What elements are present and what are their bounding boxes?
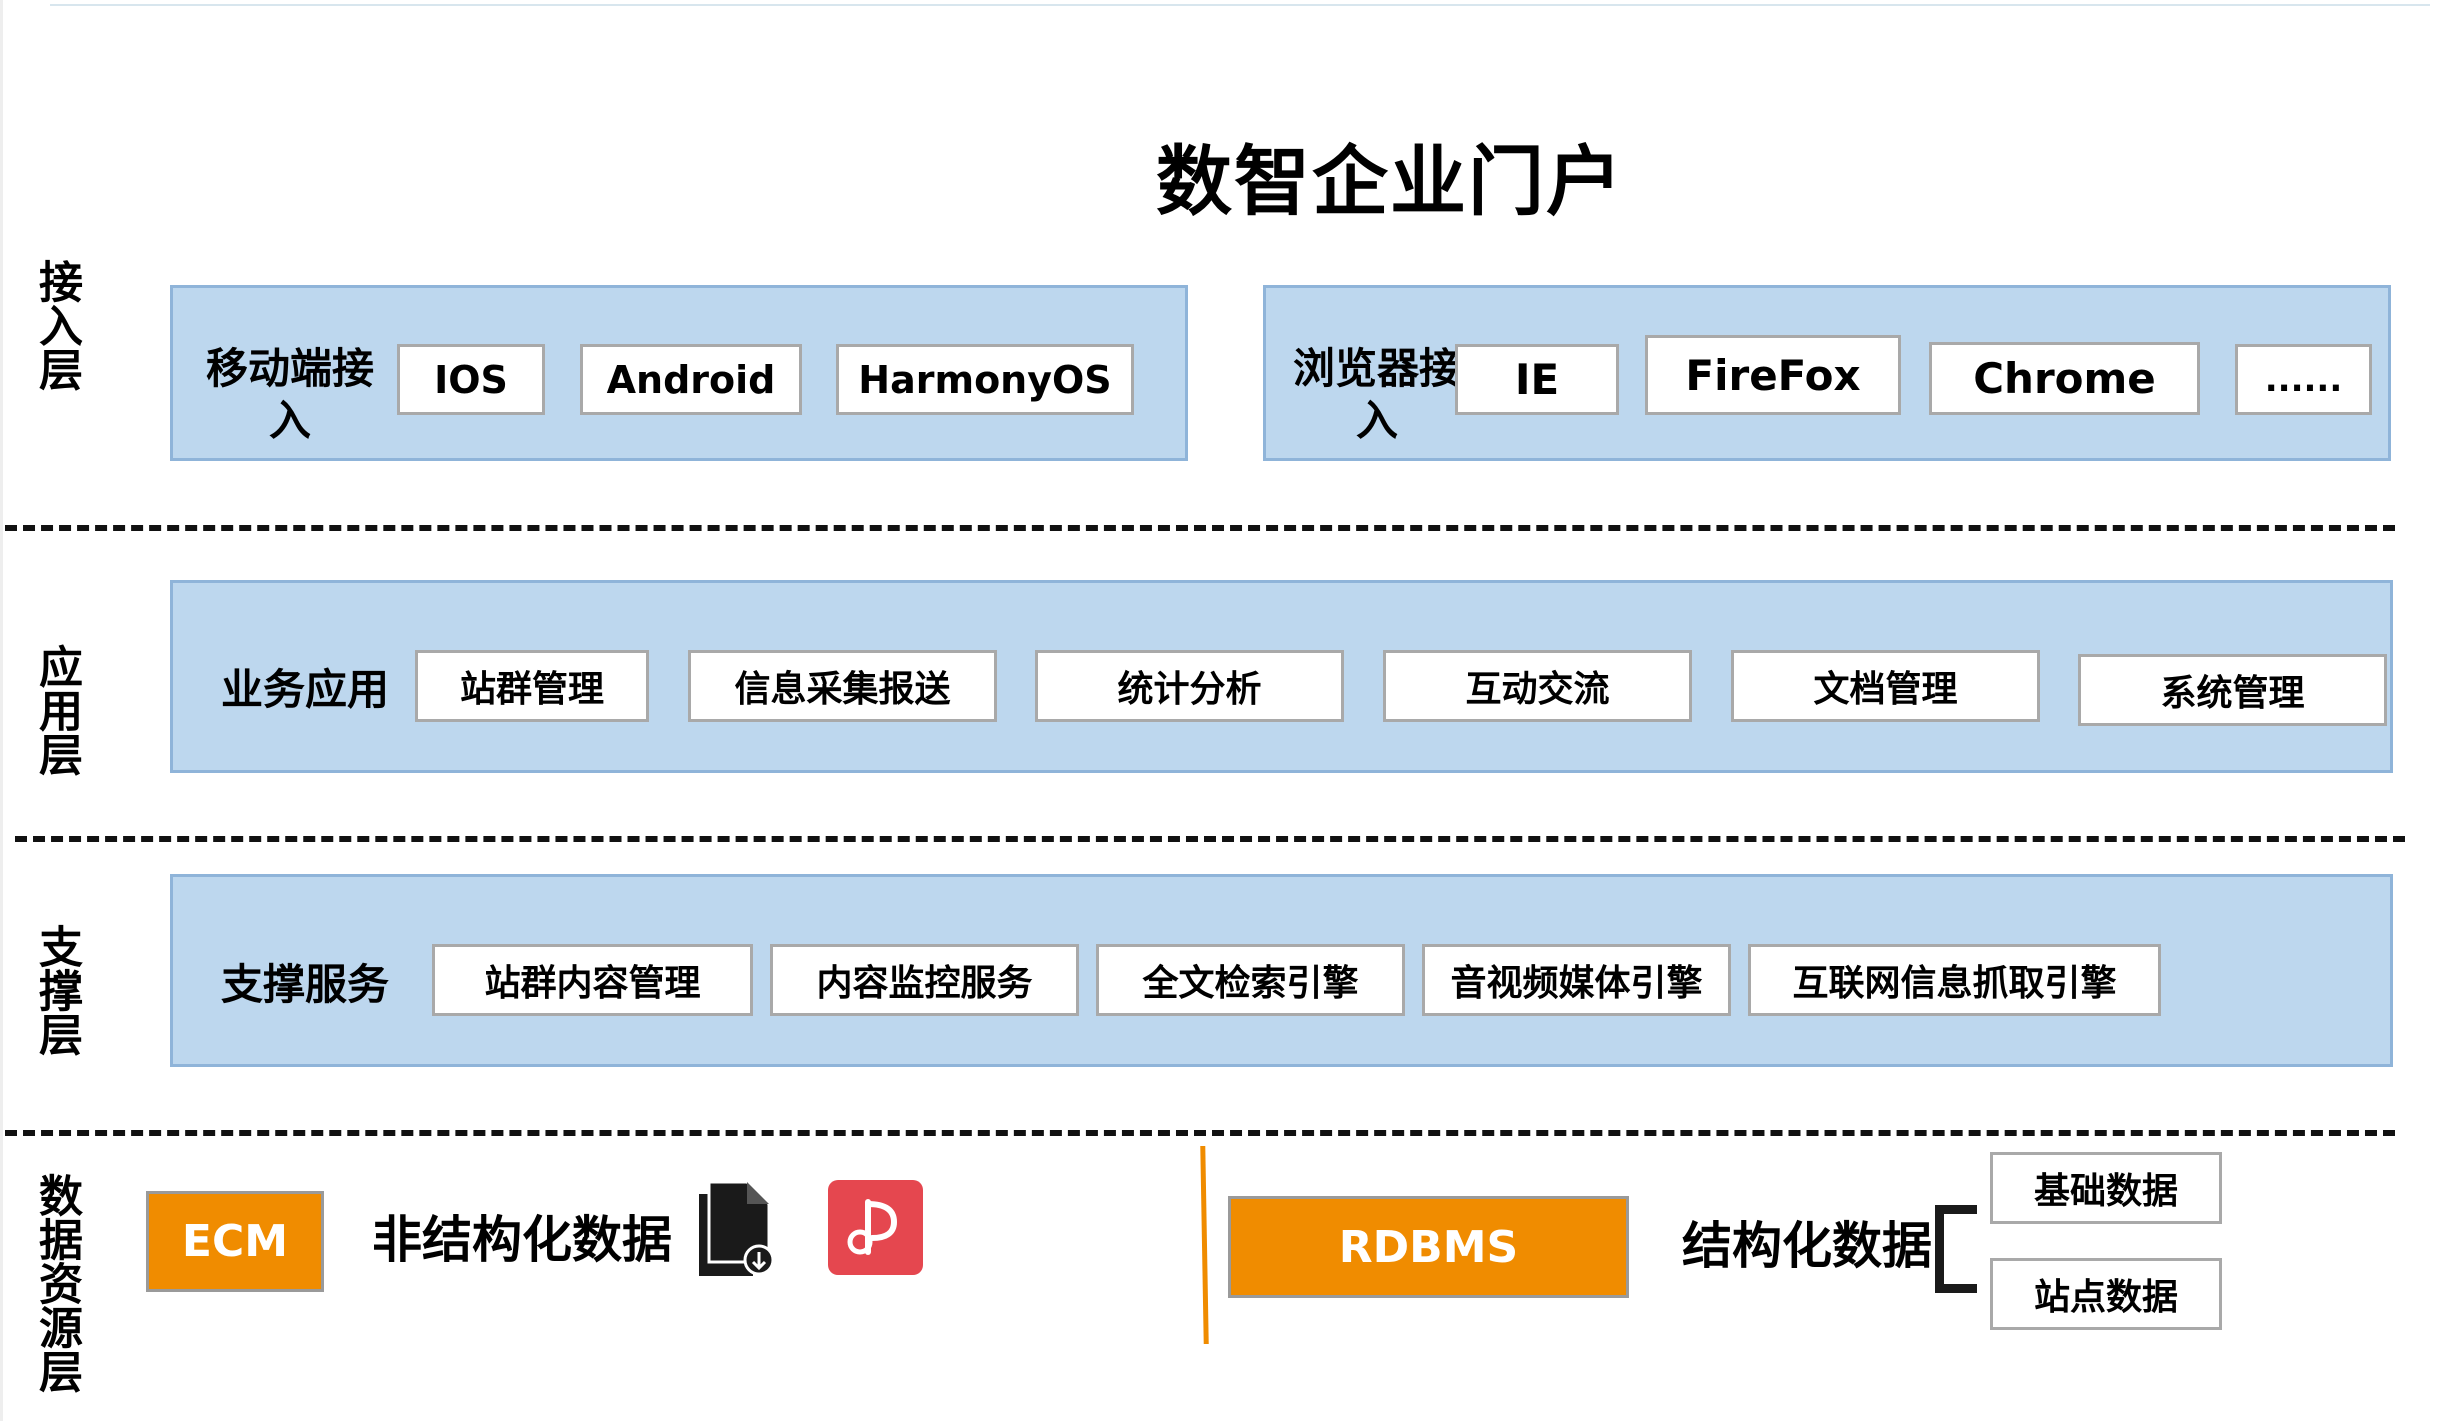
bracket-icon [1935, 1205, 1977, 1293]
app-statistics-box: 统计分析 [1035, 650, 1344, 722]
top-rule [50, 4, 2430, 6]
basic-data-box: 基础数据 [1990, 1152, 2222, 1224]
ecm-box: ECM [146, 1191, 324, 1292]
support-fulltext-box: 全文检索引擎 [1096, 944, 1405, 1016]
browser-access-label: 浏览器接入 [1292, 343, 1461, 446]
support-site-content-box: 站群内容管理 [432, 944, 753, 1016]
left-rule [0, 0, 3, 1421]
app-document-box: 文档管理 [1731, 650, 2040, 722]
firefox-box: FireFox [1645, 335, 1901, 415]
ios-box: IOS [397, 344, 545, 415]
ie-box: IE [1455, 344, 1619, 415]
site-data-box: 站点数据 [1990, 1258, 2222, 1330]
harmonyos-box: HarmonyOS [836, 344, 1134, 415]
app-interaction-box: 互动交流 [1383, 650, 1692, 722]
divider-support [5, 1130, 2395, 1136]
app-info-collection-box: 信息采集报送 [688, 650, 997, 722]
layer-label-access: 接入层 [31, 259, 82, 391]
app-system-box: 系统管理 [2078, 654, 2387, 726]
data-separator-line [1200, 1145, 1209, 1345]
android-box: Android [580, 344, 802, 415]
mobile-access-label: 移动端接入 [205, 343, 374, 446]
file-download-icon [695, 1180, 777, 1278]
support-av-engine-box: 音视频媒体引擎 [1422, 944, 1731, 1016]
layer-label-data-source: 数据资源层 [31, 1172, 82, 1393]
layer-label-application: 应用层 [31, 644, 82, 776]
application-label: 业务应用 [220, 664, 389, 714]
structured-data-label: 结构化数据 [1682, 1216, 1932, 1275]
divider-access [5, 525, 2395, 531]
more-browsers-box: ...... [2235, 344, 2372, 415]
support-label: 支撑服务 [220, 959, 389, 1009]
support-content-monitor-box: 内容监控服务 [770, 944, 1079, 1016]
app-site-group-box: 站群管理 [415, 650, 649, 722]
support-crawler-box: 互联网信息抓取引擎 [1748, 944, 2161, 1016]
layer-label-support: 支撑层 [31, 924, 82, 1056]
unstructured-data-label: 非结构化数据 [372, 1210, 672, 1269]
pdf-icon [828, 1180, 923, 1275]
rdbms-box: RDBMS [1228, 1196, 1629, 1298]
divider-application [15, 836, 2405, 842]
chrome-box: Chrome [1929, 342, 2200, 415]
page-title: 数智企业门户 [1156, 137, 1624, 226]
